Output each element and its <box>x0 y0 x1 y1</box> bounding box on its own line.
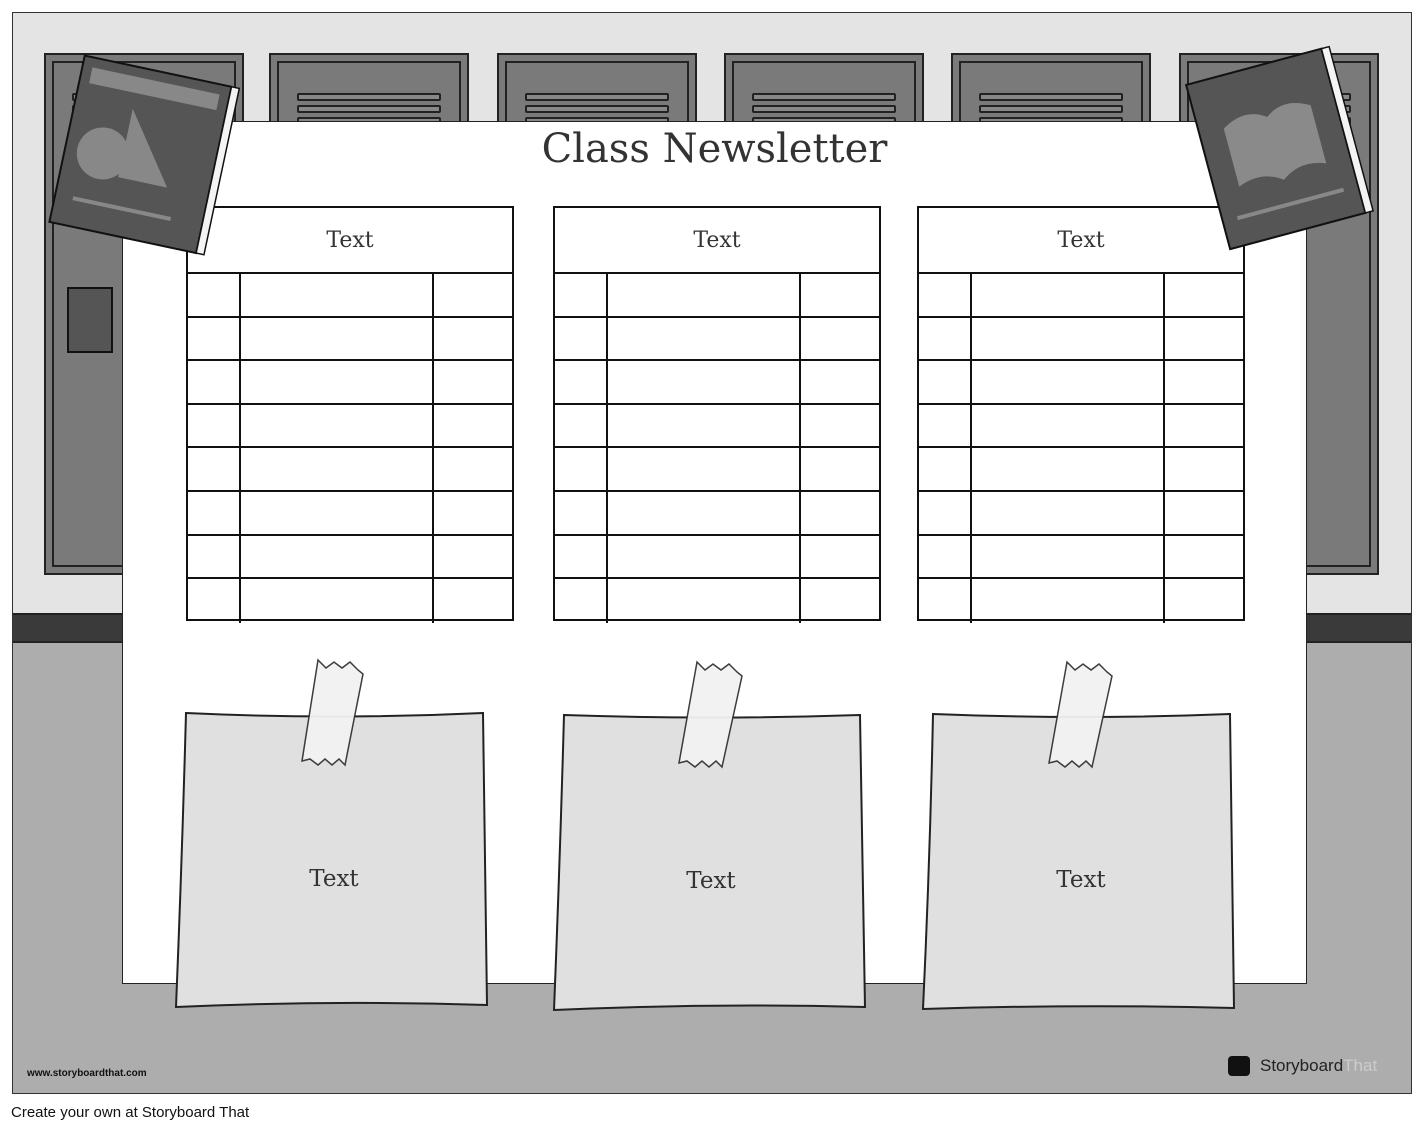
table-cell[interactable] <box>972 404 1165 447</box>
table-cell[interactable] <box>188 317 241 360</box>
table-row <box>188 274 512 318</box>
table-cell[interactable] <box>555 579 608 623</box>
table-row <box>555 274 879 318</box>
table-cell[interactable] <box>608 448 801 490</box>
table-cell[interactable] <box>919 404 972 447</box>
table-cell[interactable] <box>919 361 972 403</box>
table-header[interactable]: Text <box>919 208 1243 274</box>
table-cell[interactable] <box>972 274 1165 316</box>
table-cell[interactable] <box>555 361 608 403</box>
table-cell[interactable] <box>919 274 972 316</box>
table-cell[interactable] <box>919 491 972 534</box>
locker-handle <box>67 287 113 353</box>
table-header[interactable]: Text <box>555 208 879 274</box>
brand-name: Storyboard <box>1260 1056 1344 1075</box>
table-cell[interactable] <box>919 317 972 360</box>
table-row <box>555 491 879 536</box>
table-cell[interactable] <box>241 579 434 623</box>
table-row <box>919 404 1243 449</box>
table-cell[interactable] <box>241 404 434 447</box>
table-cell[interactable] <box>241 274 434 316</box>
table-cell[interactable] <box>919 448 972 490</box>
table-cell[interactable] <box>241 361 434 403</box>
table-cell[interactable] <box>188 361 241 403</box>
table-cell[interactable] <box>188 491 241 534</box>
table-cell[interactable] <box>919 579 972 623</box>
open-book-icon <box>1184 45 1375 251</box>
table-cell[interactable] <box>972 448 1165 490</box>
schedule-table: Text <box>917 206 1245 623</box>
table-cell[interactable] <box>188 535 241 578</box>
table-cell[interactable] <box>608 361 801 403</box>
table-cell[interactable] <box>188 579 241 623</box>
table-row <box>919 579 1243 623</box>
table-row <box>188 448 512 492</box>
table-cell[interactable] <box>555 491 608 534</box>
table-cell[interactable] <box>608 404 801 447</box>
table-cell[interactable] <box>608 274 801 316</box>
schedule-table: Text <box>553 206 881 623</box>
sticky-note-2-text[interactable]: Text <box>686 868 736 894</box>
table-cell[interactable] <box>919 535 972 578</box>
table-cell[interactable] <box>555 317 608 360</box>
table-cell[interactable] <box>608 317 801 360</box>
table-cell[interactable] <box>972 535 1165 578</box>
table-row <box>188 491 512 536</box>
table-cell[interactable] <box>241 448 434 490</box>
table-row <box>919 274 1243 318</box>
geometry-book-icon <box>48 54 241 256</box>
table-row <box>188 404 512 449</box>
table-row <box>919 317 1243 362</box>
table-cell[interactable] <box>972 317 1165 360</box>
table-header[interactable]: Text <box>188 208 512 274</box>
table-cell[interactable] <box>555 404 608 447</box>
table-row <box>919 361 1243 405</box>
table-cell[interactable] <box>608 535 801 578</box>
brand-suffix: That <box>1343 1056 1378 1075</box>
watermark-url: www.storyboardthat.com <box>27 1068 147 1079</box>
table-row <box>919 448 1243 492</box>
table-row <box>188 579 512 623</box>
table-cell[interactable] <box>188 404 241 447</box>
table-row <box>555 404 879 449</box>
footer-link[interactable]: Create your own at Storyboard That <box>11 1104 250 1121</box>
sticky-note-1-text[interactable]: Text <box>309 866 359 892</box>
schedule-table: Text <box>186 206 514 623</box>
table-row <box>188 535 512 580</box>
table-cell[interactable] <box>555 448 608 490</box>
table-cell[interactable] <box>241 535 434 578</box>
table-row <box>188 317 512 362</box>
table-row <box>555 579 879 623</box>
table-cell[interactable] <box>555 274 608 316</box>
table-row <box>555 535 879 580</box>
table-row <box>188 361 512 405</box>
table-row <box>919 535 1243 580</box>
table-cell[interactable] <box>241 317 434 360</box>
table-cell[interactable] <box>972 579 1165 623</box>
table-cell[interactable] <box>188 448 241 490</box>
table-cell[interactable] <box>608 579 801 623</box>
page-title[interactable]: Class Newsletter <box>541 126 888 172</box>
tape-icon <box>301 658 1113 769</box>
table-cell[interactable] <box>972 361 1165 403</box>
table-cell[interactable] <box>188 274 241 316</box>
table-row <box>555 448 879 492</box>
table-row <box>919 491 1243 536</box>
table-cell[interactable] <box>608 491 801 534</box>
table-cell[interactable] <box>241 491 434 534</box>
table-row <box>555 317 879 362</box>
table-cell[interactable] <box>972 491 1165 534</box>
table-row <box>555 361 879 405</box>
sticky-note-3-text[interactable]: Text <box>1056 867 1106 893</box>
table-cell[interactable] <box>555 535 608 578</box>
speech-bubble-icon <box>1228 1056 1250 1076</box>
